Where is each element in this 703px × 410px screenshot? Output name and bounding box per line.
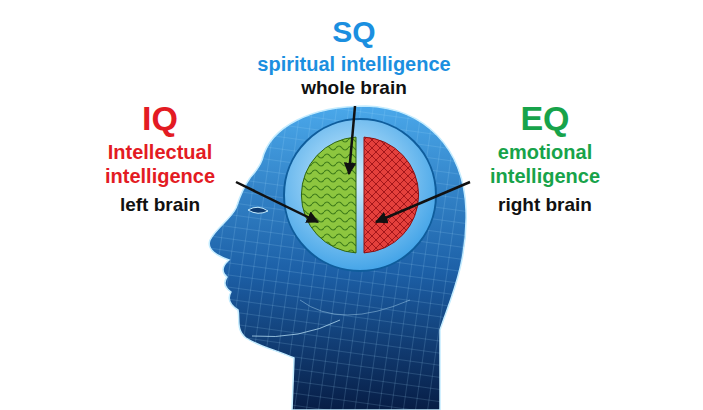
acronym-heading: IQ: [142, 98, 178, 139]
right-brain-half: [364, 137, 419, 253]
pointer-arrow: [236, 182, 318, 222]
intelligence-name: emotional intelligence: [465, 140, 625, 188]
cheek-line: [300, 300, 410, 315]
left-brain-half: [301, 137, 356, 253]
jaw-line: [252, 320, 340, 337]
brain-region: whole brain: [301, 77, 407, 100]
brain-region: right brain: [498, 194, 592, 217]
head-wireframe: [209, 106, 466, 410]
head-outline: [209, 106, 466, 410]
pointer-arrows: [236, 106, 470, 222]
eye: [248, 207, 268, 213]
head-fill: [209, 106, 466, 410]
intelligence-name: Intellectual intelligence: [80, 140, 240, 188]
pointer-arrow: [376, 182, 470, 222]
acronym-heading: SQ: [332, 14, 375, 50]
whole-brain-circle: [284, 119, 436, 271]
brain-symbol: [284, 119, 436, 271]
head-mesh: [209, 106, 466, 410]
intelligence-name: spiritual intelligence: [257, 52, 450, 76]
pointer-arrow: [349, 106, 355, 174]
acronym-heading: EQ: [520, 98, 569, 139]
brain-region: left brain: [120, 194, 200, 217]
